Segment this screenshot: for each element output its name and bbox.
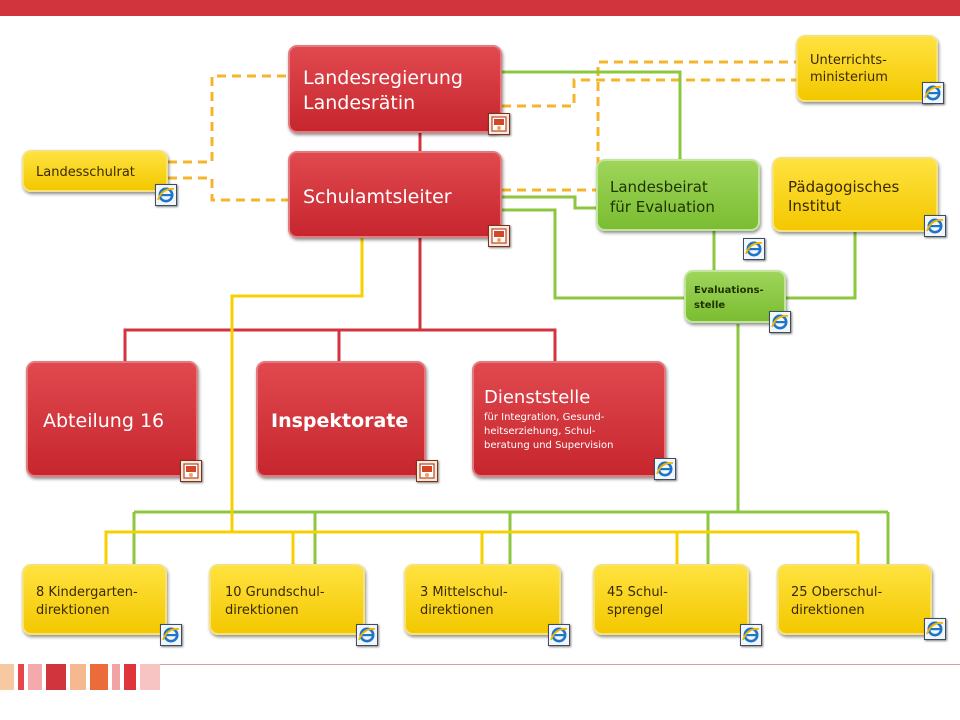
internet-explorer-icon[interactable] <box>924 215 946 237</box>
node-evaluationsstelle-label: Evaluations- stelle <box>694 285 764 311</box>
node-dienststelle-title: Dienststelle <box>484 387 591 408</box>
node-landesbeirat[interactable]: Landesbeirat für Evaluation <box>596 159 760 231</box>
node-inspektorate[interactable]: Inspektorate <box>256 361 426 477</box>
node-dienststelle-subtitle: für Integration, Gesund- heitserziehung,… <box>484 412 614 451</box>
internet-explorer-icon[interactable] <box>356 624 378 646</box>
internet-explorer-icon[interactable] <box>922 82 944 104</box>
node-oberschul-label: 25 Oberschul- direktionen <box>791 585 883 618</box>
node-landesschulrat[interactable]: Landesschulrat <box>22 150 168 192</box>
internet-explorer-icon[interactable] <box>654 458 676 480</box>
node-inspektorate-label: Inspektorate <box>271 410 409 432</box>
node-dienststelle[interactable]: Dienststelle für Integration, Gesund- he… <box>472 361 666 477</box>
dashed-link-landesschulrat-schulamtsleiter <box>168 176 288 202</box>
green-link-schulamt-evaluation <box>502 208 686 300</box>
node-landesregierung[interactable]: Landesregierung Landesrätin <box>288 45 502 133</box>
internet-explorer-icon[interactable] <box>743 238 765 260</box>
green-link-institut-evaluation <box>784 232 857 300</box>
node-unterrichtsministerium[interactable]: Unterrichts- ministerium <box>796 35 938 102</box>
green-link-schulamt-beirat <box>502 195 598 210</box>
powerpoint-icon[interactable] <box>488 225 510 247</box>
internet-explorer-icon[interactable] <box>548 624 570 646</box>
node-evaluationsstelle[interactable]: Evaluations- stelle <box>684 270 786 323</box>
green-link-regierung-beirat <box>502 70 682 160</box>
node-paedagogisches-institut[interactable]: Pädagogisches Institut <box>772 157 938 232</box>
node-abteilung16[interactable]: Abteilung 16 <box>26 361 198 477</box>
node-oberschul[interactable]: 25 Oberschul- direktionen <box>777 564 932 635</box>
node-mittelschul-label: 3 Mittelschul- direktionen <box>420 585 508 618</box>
top-accent-bar <box>0 0 960 16</box>
node-abteilung16-label: Abteilung 16 <box>43 410 165 432</box>
red-link-schulamt-abteilungen <box>123 237 422 362</box>
node-landesbeirat-label: Landesbeirat für Evaluation <box>610 178 715 216</box>
red-link-schulamt-dienststelle <box>420 328 557 362</box>
internet-explorer-icon[interactable] <box>155 184 177 206</box>
node-landesregierung-label: Landesregierung Landesrätin <box>303 67 463 114</box>
node-kindergarten-label: 8 Kindergarten- direktionen <box>36 585 138 618</box>
dashed-link-schulamtsleiter-ministerium <box>502 60 797 192</box>
node-grundschul-label: 10 Grundschul- direktionen <box>225 585 325 618</box>
dashed-link-landesregierung-ministerium <box>502 78 797 108</box>
node-mittelschul[interactable]: 3 Mittelschul- direktionen <box>404 564 561 635</box>
powerpoint-icon[interactable] <box>416 460 438 482</box>
dashed-link-landesschulrat-landesregierung <box>168 74 288 164</box>
powerpoint-icon[interactable] <box>180 460 202 482</box>
node-kindergarten[interactable]: 8 Kindergarten- direktionen <box>22 564 167 635</box>
internet-explorer-icon[interactable] <box>160 624 182 646</box>
internet-explorer-icon[interactable] <box>924 618 946 640</box>
internet-explorer-icon[interactable] <box>769 311 791 333</box>
node-schulamtsleiter[interactable]: Schulamtsleiter <box>288 151 502 238</box>
yellow-link-schulamt-schools <box>104 237 364 566</box>
node-schulamtsleiter-label: Schulamtsleiter <box>303 186 452 208</box>
node-landesschulrat-label: Landesschulrat <box>36 165 135 180</box>
bottom-color-stripes <box>0 664 160 690</box>
powerpoint-icon[interactable] <box>488 113 510 135</box>
node-unterrichtsministerium-label: Unterrichts- ministerium <box>810 53 888 85</box>
bottom-divider <box>160 664 960 665</box>
node-schulsprengel-label: 45 Schul- sprengel <box>607 585 668 618</box>
node-grundschul[interactable]: 10 Grundschul- direktionen <box>209 564 365 635</box>
node-paedagogisches-institut-label: Pädagogisches Institut <box>788 178 900 215</box>
node-schulsprengel[interactable]: 45 Schul- sprengel <box>593 564 749 635</box>
internet-explorer-icon[interactable] <box>740 624 762 646</box>
